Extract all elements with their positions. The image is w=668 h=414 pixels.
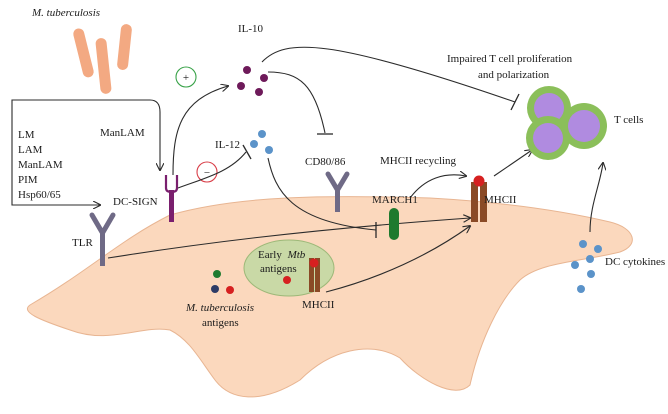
arrow-bacteria-to-dcsign	[100, 99, 160, 170]
il10-label: IL-10	[238, 23, 264, 35]
ligand-pim: PIM	[18, 174, 38, 186]
mhcii-recycling-label: MHCII recycling	[380, 155, 457, 167]
mtb-bacteria	[73, 24, 132, 94]
ligand-list: LM LAM ManLAM PIM Hsp60/65	[18, 129, 63, 201]
arrow-bacteria-to-tlr	[11, 99, 100, 205]
svg-text:−: −	[204, 167, 210, 179]
inhibit-il12-march1	[267, 157, 377, 231]
arrow-tlr-to-mhcii	[107, 218, 470, 259]
il12-label: IL-12	[215, 139, 240, 151]
dc-cytokines-label: DC cytokines	[605, 256, 665, 268]
mtb-title: M. tuberculosis	[31, 7, 100, 19]
impaired-label-1: Impaired T cell proliferation	[447, 53, 573, 65]
early-antigen-dot	[283, 276, 291, 284]
cd80-label: CD80/86	[305, 156, 346, 168]
mhcii-surface-label: MHCII	[484, 194, 517, 206]
dendritic-cell	[27, 196, 633, 398]
cd80-receptor	[325, 171, 350, 212]
inhibit-il10-cd80	[267, 71, 326, 134]
t-cells-label: T cells	[614, 114, 643, 126]
il10-molecules	[237, 66, 268, 96]
ligand-hsp: Hsp60/65	[18, 189, 61, 201]
ligand-lam: LAM	[18, 144, 43, 156]
dc-cytokine-molecules	[571, 240, 602, 293]
inhibit-bar-tcells	[510, 93, 520, 111]
dc-sign-label: DC-SIGN	[113, 196, 158, 208]
mtb-antigens-label-1: M. tuberculosis	[185, 302, 254, 314]
manlam-label: ManLAM	[100, 127, 145, 139]
minus-sign: −	[196, 161, 218, 183]
tlr-receptor	[89, 212, 116, 266]
dc-sign-receptor	[164, 175, 179, 222]
plus-sign: +	[175, 66, 197, 88]
inhibit-dcsign-il12	[177, 151, 247, 189]
t-cells	[526, 86, 607, 160]
tlr-label: TLR	[72, 237, 93, 249]
early-antigens-line1: Early Mtb	[258, 249, 306, 261]
inhibit-il10-tcells	[261, 46, 516, 103]
mtb-antigens-label-2: antigens	[202, 317, 239, 329]
arrow-cytokines-to-tcells	[589, 163, 603, 233]
march1-label: MARCH1	[372, 194, 418, 206]
arrow-inner-mhcii-to-surface	[325, 226, 470, 293]
svg-text:+: +	[183, 72, 189, 84]
il12-molecules	[250, 130, 273, 154]
mhcii-surface	[471, 175, 487, 222]
arrow-dcsign-to-il10	[172, 86, 228, 176]
mhcii-inner	[309, 258, 320, 292]
ligand-lm: LM	[18, 129, 35, 141]
mtb-antigen-dots	[211, 270, 234, 294]
early-antigens-line2: antigens	[260, 263, 297, 275]
mhcii-inner-label: MHCII	[302, 299, 335, 311]
ligand-manlam: ManLAM	[18, 159, 63, 171]
impaired-label-2: and polarization	[478, 69, 550, 81]
inhibit-bar-il12	[242, 144, 252, 160]
arrow-march1-to-mhcii	[409, 175, 466, 199]
march1-protein	[389, 208, 399, 240]
arrow-mhcii-to-tcells	[493, 150, 532, 177]
